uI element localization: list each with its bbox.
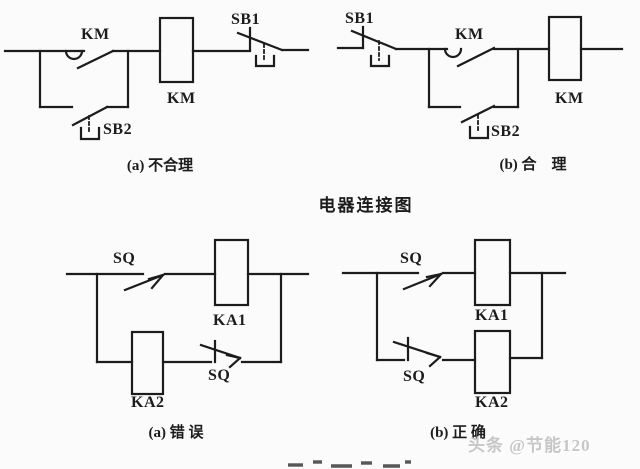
watermark: 头条 @节能120 (468, 436, 591, 455)
km-coil-label: KM (167, 90, 196, 107)
km-contact-label: KM (81, 26, 110, 43)
ka1-label: KA1 (213, 312, 247, 329)
caption-b-correct: (b) 正 确 (430, 425, 486, 441)
sq-blade-tick (150, 273, 165, 290)
sq-bottom-label: SQ (403, 368, 426, 385)
sq-bottom-label: SQ (208, 367, 231, 384)
sq-top-label: SQ (113, 250, 136, 267)
km-contact-label: KM (455, 26, 484, 43)
km-contact-arc (443, 47, 463, 59)
circuit-b-correct (341, 238, 567, 395)
sb1-contact-blade (236, 31, 284, 52)
ka1-coil-rect (473, 238, 512, 307)
sb2-label: SB2 (491, 123, 521, 140)
ka2-coil-rect (130, 330, 165, 396)
km-coil-label: KM (555, 90, 584, 107)
ka2-coil-rect (473, 329, 512, 395)
ka2-label: KA2 (131, 394, 165, 411)
ka2-label: KA2 (475, 394, 509, 411)
sq-blade-tick (228, 356, 242, 369)
sb1-button-bracket (369, 54, 391, 68)
sq-blade-tick (147, 273, 165, 281)
sq-blade-tick (425, 351, 442, 359)
km-coil-rect (547, 15, 583, 82)
circuit-b-reasonable (336, 15, 624, 140)
sq-no-contact-blade (402, 272, 443, 291)
km-coil-rect (158, 16, 195, 84)
sb2-button-bracket (468, 125, 490, 140)
sb2-contact-blade (460, 104, 496, 124)
sb2-label: SB2 (103, 121, 133, 138)
sb2-button-bracket (79, 126, 101, 141)
sq-blade-tick (225, 353, 242, 360)
ka1-label: KA1 (475, 307, 509, 324)
circuit-a-unreasonable (3, 16, 310, 141)
section-title: 电器连接图 (318, 196, 414, 215)
km-contact-blade (456, 46, 496, 68)
sq-blade-tick (428, 272, 443, 288)
sb1-contact-blade (350, 29, 398, 51)
km-contact-blade (76, 49, 115, 70)
sq-top-label: SQ (400, 250, 423, 267)
km-contact-arc (64, 49, 84, 61)
caption-b-reasonable: (b) 合 理 (499, 157, 567, 173)
sb1-button-bracket (254, 54, 276, 68)
sb1-label: SB1 (345, 10, 375, 27)
sq-blade-tick (428, 355, 442, 368)
caption-a-unreasonable: (a) 不合理 (126, 158, 194, 174)
caption-a-wrong: (a) 错 误 (148, 425, 204, 441)
cropped-text-remnant (288, 460, 411, 468)
sb1-label: SB1 (231, 11, 261, 28)
sb2-contact-blade (71, 105, 109, 127)
ka1-coil-rect (213, 238, 250, 307)
circuit-a-wrong (65, 238, 310, 396)
sq-blade-tick (425, 272, 443, 279)
